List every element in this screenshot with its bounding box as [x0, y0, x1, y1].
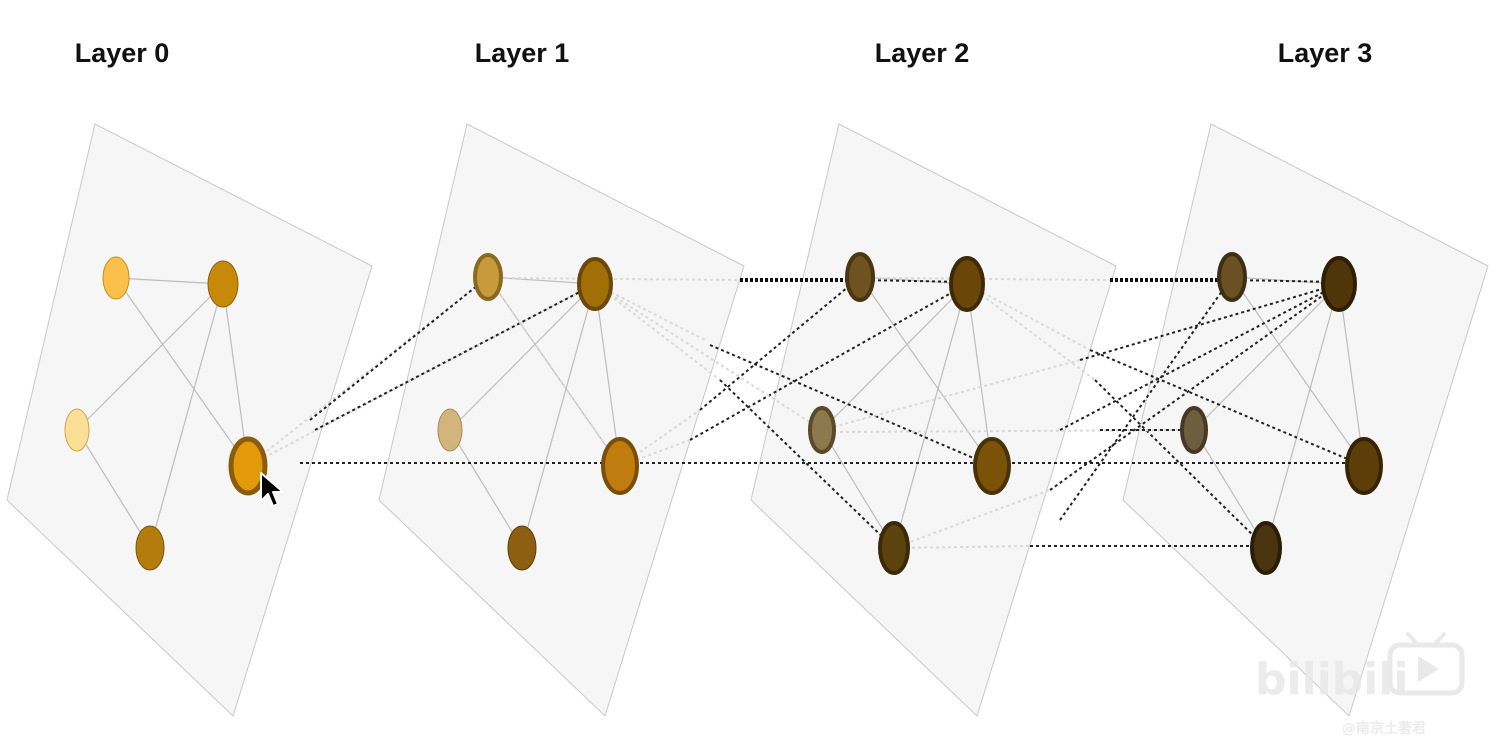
- layer-3-node-c[interactable]: [1180, 406, 1208, 454]
- layer-0-title: Layer 0: [75, 38, 170, 68]
- mouse-cursor-icon: [260, 472, 284, 507]
- layer-1-plane: [378, 123, 745, 717]
- layer-2-node-e[interactable]: [878, 521, 910, 575]
- layer-3-node-d[interactable]: [1345, 437, 1383, 495]
- layer-1-node-b[interactable]: [577, 257, 613, 311]
- watermark-caption: @南京土著君: [1342, 720, 1426, 737]
- inter-layer-edges-0-1: [247, 276, 620, 467]
- layer-3-plane: [1122, 123, 1489, 717]
- layer-1-node-c[interactable]: [437, 408, 463, 452]
- inter-layer-edges-1-2: [487, 276, 993, 549]
- layer-3-node-e[interactable]: [1250, 521, 1282, 575]
- layer-0-node-d-selected[interactable]: [228, 436, 268, 496]
- bilibili-watermark: bilibili @南京土著君: [1255, 632, 1465, 737]
- layer-0-nodes: [64, 256, 268, 571]
- layer-3-node-b[interactable]: [1321, 256, 1357, 312]
- layer-2-node-a[interactable]: [845, 252, 875, 302]
- layer-0-node-e[interactable]: [135, 525, 165, 571]
- layer-1-nodes: [437, 253, 639, 571]
- layer-1-node-d[interactable]: [601, 437, 639, 495]
- layer-3-edges: [1193, 276, 1365, 549]
- layer-1-title: Layer 1: [475, 38, 570, 68]
- layer-1-node-e[interactable]: [507, 525, 537, 571]
- layer-1-node-a[interactable]: [473, 253, 503, 301]
- layer-2-node-d[interactable]: [973, 437, 1011, 495]
- layer-2-node-b[interactable]: [949, 256, 985, 312]
- layer-0-node-a[interactable]: [102, 256, 130, 300]
- layer-0-edges: [76, 277, 249, 549]
- layer-2-plane: [750, 123, 1117, 717]
- watermark-brand: bilibili: [1255, 654, 1408, 705]
- layer-2-nodes: [808, 252, 1011, 575]
- layer-3-title: Layer 3: [1278, 38, 1373, 68]
- layer-3-nodes: [1180, 252, 1383, 575]
- tv-play-icon: [1387, 632, 1465, 696]
- layer-2-node-c[interactable]: [808, 406, 836, 454]
- layer-0-node-b[interactable]: [207, 260, 239, 308]
- layer-0-plane: [6, 123, 373, 717]
- layer-2-title: Layer 2: [875, 38, 970, 68]
- layer-0-node-c[interactable]: [64, 408, 90, 452]
- layer-3-node-a[interactable]: [1217, 252, 1247, 302]
- inter-layer-edges-2-3: [821, 276, 1365, 549]
